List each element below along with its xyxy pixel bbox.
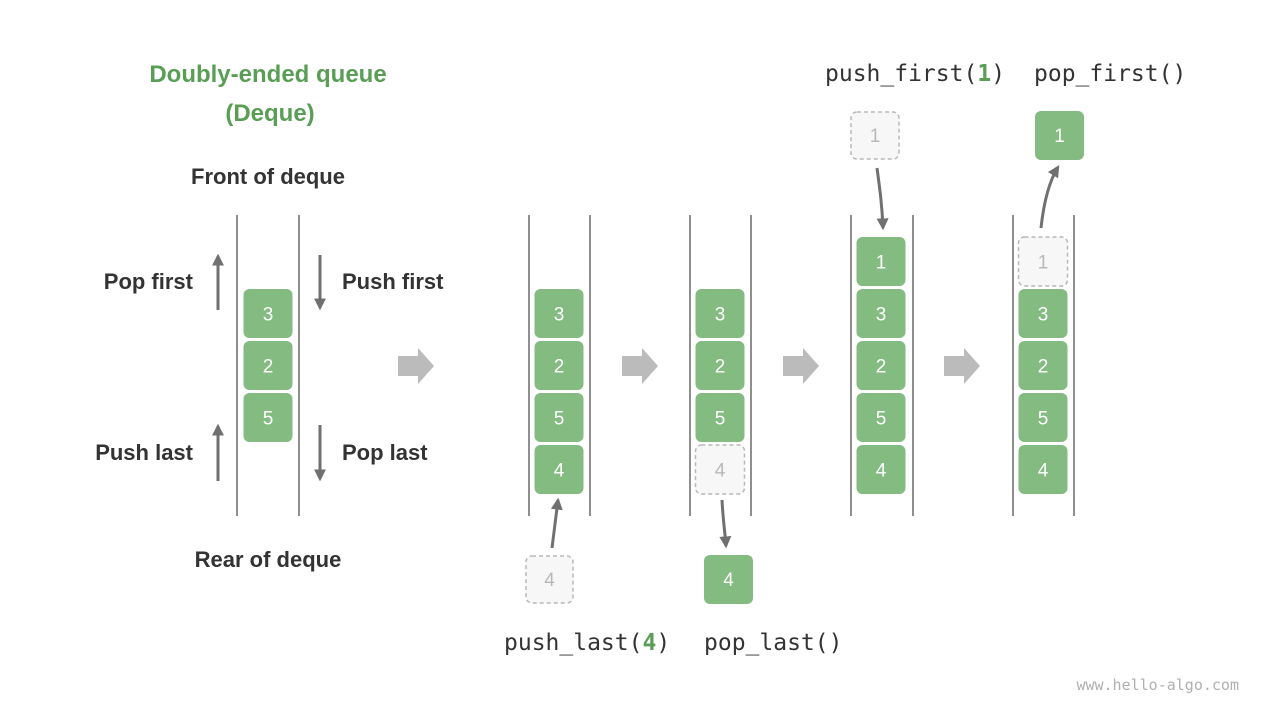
deque-1-item-3-rect (534, 445, 584, 494)
front-of-deque-label: Front of deque (191, 164, 345, 189)
deque-1-item-0: 3 (534, 289, 584, 338)
diagram-title-line2: (Deque) (225, 100, 314, 127)
deque-4-item-3: 4 (1018, 445, 1068, 494)
deque-4-item-0-rect (1018, 289, 1068, 338)
push-first-ghost-box: 1 (850, 111, 900, 160)
deque-4-item-1-rect (1018, 341, 1068, 390)
transition-arrow-3 (944, 348, 980, 384)
deque-2-ghost-rear-value: 4 (715, 461, 726, 482)
transition-arrow-0 (398, 348, 434, 384)
pop-last-item-value: 4 (723, 570, 734, 591)
diagram-title-line1: Doubly-ended queue (149, 61, 386, 88)
deque-3-item-0-value: 1 (876, 253, 887, 274)
deque-2-ghost-rear: 4 (694, 444, 746, 495)
deque-2-ghost-rear-rect (694, 444, 746, 495)
deque-3-item-2: 2 (856, 341, 906, 390)
deque-2-item-0-value: 3 (715, 305, 726, 326)
deque-3-item-0-rect (856, 237, 906, 286)
deque-4-item-1-value: 2 (1038, 357, 1049, 378)
deque-3-item-4-value: 4 (876, 461, 887, 482)
pop-first-item-box: 1 (1035, 111, 1084, 160)
deque-1-item-1-value: 2 (554, 357, 565, 378)
deque-3-item-3: 5 (856, 393, 906, 442)
push-first-op-post: ) (991, 61, 1005, 87)
push-last-op-arg: 4 (642, 630, 656, 656)
deque-1-item-2: 5 (534, 393, 584, 442)
push-first-op-pre: push_first( (825, 61, 977, 87)
deque-1-item-2-rect (534, 393, 584, 442)
pop-first-op-arrow (1039, 164, 1060, 229)
deque-4-item-3-rect (1018, 445, 1068, 494)
deque-0-item-2-rect (243, 393, 293, 442)
pop-last-op-arrow (719, 499, 732, 549)
deque-1-item-3-value: 4 (554, 461, 565, 482)
deque-2-item-1-rect (695, 341, 745, 390)
push-last-label: Push last (95, 440, 193, 465)
deque-1-item-3: 4 (534, 445, 584, 494)
deque-0-item-1: 2 (243, 341, 293, 390)
push-first-op-arrow (875, 167, 889, 231)
deque-1-item-1-rect (534, 341, 584, 390)
watermark: www.hello-algo.com (1076, 676, 1239, 694)
transition-arrow-2 (783, 348, 819, 384)
deque-4-item-1: 2 (1018, 341, 1068, 390)
pop-first-label: Pop first (104, 269, 194, 294)
deque-4-item-2: 5 (1018, 393, 1068, 442)
push-first-op-label: push_first(1) (825, 61, 1005, 87)
deque-2-item-1: 2 (695, 341, 745, 390)
transition-arrow-1 (622, 348, 658, 384)
deque-4-item-2-value: 5 (1038, 409, 1049, 430)
deque-0-item-0-value: 3 (263, 305, 274, 326)
push-last-ghost-box: 4 (525, 555, 574, 604)
deque-3-item-4-rect (856, 445, 906, 494)
deque-0-item-2: 5 (243, 393, 293, 442)
deque-2-item-2-value: 5 (715, 409, 726, 430)
rear-of-deque-label: Rear of deque (195, 547, 342, 572)
deque-1-item-1: 2 (534, 341, 584, 390)
push-last-op-arrow (550, 497, 563, 549)
pop-last-label: Pop last (342, 440, 428, 465)
deque-0-item-1-rect (243, 341, 293, 390)
push-first-op-arg: 1 (977, 61, 991, 87)
pop-last-item-box: 4 (704, 555, 753, 604)
deque-4-item-0: 3 (1018, 289, 1068, 338)
pop-last-op-label: pop_last() (704, 630, 842, 656)
deque-3-item-3-rect (856, 393, 906, 442)
deque-1-item-0-value: 3 (554, 305, 565, 326)
push-last-op-pre: push_last( (504, 630, 642, 656)
deque-4-ghost-front-value: 1 (1038, 253, 1049, 274)
push-first-ghost-value: 1 (870, 126, 881, 147)
deque-1-item-2-value: 5 (554, 409, 565, 430)
deque-0-item-1-value: 2 (263, 357, 274, 378)
pop-first-item-value: 1 (1054, 126, 1065, 147)
deque-3-item-4: 4 (856, 445, 906, 494)
deque-4-item-0-value: 3 (1038, 305, 1049, 326)
deque-4-item-2-rect (1018, 393, 1068, 442)
deque-4-ghost-front: 1 (1017, 236, 1069, 287)
deque-2-item-0-rect (695, 289, 745, 338)
deque-3-item-2-rect (856, 341, 906, 390)
deque-1-item-0-rect (534, 289, 584, 338)
push-last-ghost-value: 4 (544, 570, 555, 591)
deque-4-ghost-front-rect (1017, 236, 1069, 287)
deque-2-item-2: 5 (695, 393, 745, 442)
deque-4-item-3-value: 4 (1038, 461, 1049, 482)
pop-first-op-label: pop_first() (1034, 61, 1186, 87)
push-last-op-label: push_last(4) (504, 630, 670, 656)
deque-3-item-1-rect (856, 289, 906, 338)
push-last-op-post: ) (656, 630, 670, 656)
deque-2-item-0: 3 (695, 289, 745, 338)
deque-3-item-1: 3 (856, 289, 906, 338)
deque-0-item-0-rect (243, 289, 293, 338)
deque-0-item-0: 3 (243, 289, 293, 338)
deque-3-item-2-value: 2 (876, 357, 887, 378)
deque-2-item-1-value: 2 (715, 357, 726, 378)
deque-3-item-0: 1 (856, 237, 906, 286)
deque-3-item-3-value: 5 (876, 409, 887, 430)
deque-0-item-2-value: 5 (263, 409, 274, 430)
push-first-label: Push first (342, 269, 444, 294)
deque-2-item-2-rect (695, 393, 745, 442)
deque-3-item-1-value: 3 (876, 305, 887, 326)
